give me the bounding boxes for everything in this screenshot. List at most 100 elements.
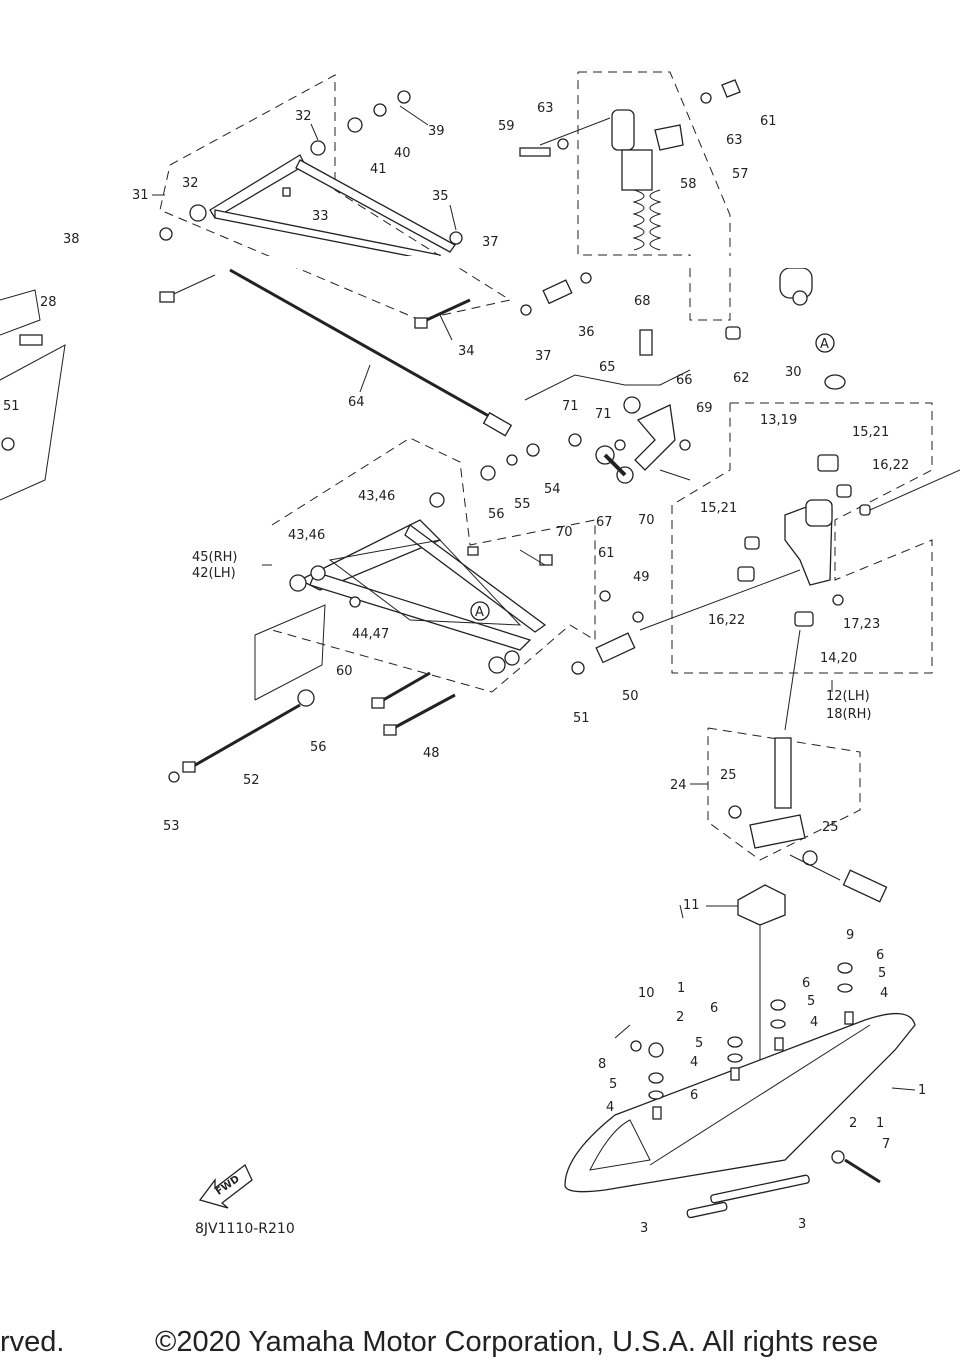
callout: 52 [243, 773, 260, 788]
spindle-assembly [707, 727, 888, 1070]
callout: 43,46 [288, 528, 325, 543]
footer-left-text: rved. [0, 1326, 65, 1358]
callout: 34 [458, 344, 475, 359]
callout: 5 [695, 1036, 703, 1051]
callout: 8 [598, 1057, 606, 1072]
callout: 2 [849, 1116, 857, 1131]
parts-exploded-diagram: FWD A A 31 32 32 33 41 40 39 35 37 38 28… [0, 71, 960, 1236]
callout: 32 [295, 109, 312, 124]
callout: 39 [428, 124, 445, 139]
callout: 25 [720, 768, 737, 783]
callout: 71 [562, 399, 579, 414]
callout: 17,23 [843, 617, 880, 632]
callout: 1 [677, 981, 685, 996]
footer-copyright-text: ©2020 Yamaha Motor Corporation, U.S.A. A… [155, 1326, 879, 1358]
callout: 42(LH) [192, 566, 236, 581]
callout: 6 [876, 948, 884, 963]
callout: 4 [880, 986, 888, 1001]
callout: 25 [822, 820, 839, 835]
callout: 5 [878, 966, 886, 981]
callout: 64 [348, 395, 365, 410]
callout: 14,20 [820, 651, 857, 666]
callout: 5 [807, 994, 815, 1009]
callout: 48 [423, 746, 440, 761]
callout: 43,46 [358, 489, 395, 504]
callout: 33 [312, 209, 329, 224]
callout: 15,21 [700, 501, 737, 516]
callout-labels: 31 32 32 33 41 40 39 35 37 38 28 51 59 6… [3, 101, 926, 1236]
upper-arm-bolt-set [414, 272, 592, 329]
callout: 12(LH) [826, 689, 870, 704]
lower-bolts [168, 604, 456, 783]
callout: 63 [726, 133, 743, 148]
callout: 31 [132, 188, 149, 203]
svg-text:A: A [820, 337, 829, 352]
callout: 62 [733, 371, 750, 386]
callout: 28 [40, 295, 57, 310]
callout: 3 [640, 1221, 648, 1236]
callout: 44,47 [352, 627, 389, 642]
callout: 61 [598, 546, 615, 561]
callout: 53 [163, 819, 180, 834]
callout: 11 [683, 898, 700, 913]
callout: 2 [676, 1010, 684, 1025]
callout: 54 [544, 482, 561, 497]
callout: 16,22 [872, 458, 909, 473]
callout: 6 [710, 1001, 718, 1016]
callout: 4 [810, 1015, 818, 1030]
callout: 7 [882, 1137, 890, 1152]
callout: 4 [690, 1055, 698, 1070]
callout: 69 [696, 401, 713, 416]
stabilizer-link [524, 329, 691, 484]
callout: 70 [638, 513, 655, 528]
callout: 13,19 [760, 413, 797, 428]
callout: 35 [432, 189, 449, 204]
callout: 15,21 [852, 425, 889, 440]
copyright-footer: rved. ©2020 Yamaha Motor Corporation, U.… [0, 1320, 960, 1366]
upper-a-arm-assembly [159, 74, 512, 321]
callout: 50 [622, 689, 639, 704]
shock-absorber [519, 71, 813, 340]
callout: 5 [609, 1077, 617, 1092]
callout: 60 [336, 664, 353, 679]
callout: 70 [556, 525, 573, 540]
callout: 59 [498, 119, 515, 134]
steering-knuckle-assembly [671, 374, 960, 731]
callout: 58 [680, 177, 697, 192]
callout: 6 [690, 1088, 698, 1103]
callout: 37 [535, 349, 552, 364]
reference-marker-a: A A [470, 333, 835, 621]
callout: 65 [599, 360, 616, 375]
callout: 71 [595, 407, 612, 422]
callout: 37 [482, 235, 499, 250]
callout: 56 [310, 740, 327, 755]
svg-text:A: A [475, 605, 484, 620]
callout: 16,22 [708, 613, 745, 628]
ski-assembly [564, 962, 916, 1219]
callout: 9 [846, 928, 854, 943]
callout: 24 [670, 778, 687, 793]
callout: 51 [573, 711, 590, 726]
callout: 30 [785, 365, 802, 380]
callout: 40 [394, 146, 411, 161]
callout: 57 [732, 167, 749, 182]
leader-lines [152, 105, 916, 1091]
callout: 68 [634, 294, 651, 309]
callout: 61 [760, 114, 777, 129]
callout: 18(RH) [826, 707, 872, 722]
callout: 45(RH) [192, 550, 238, 565]
callout: 10 [638, 986, 655, 1001]
callout: 56 [488, 507, 505, 522]
callout: 1 [918, 1083, 926, 1098]
scan-gap-band [0, 256, 960, 268]
left-partial-assembly [0, 289, 66, 501]
callout: 4 [606, 1100, 614, 1115]
diagram-code: 8JV1110-R210 [195, 1221, 295, 1237]
callout: 6 [802, 976, 810, 991]
callout: 3 [798, 1217, 806, 1232]
callout: 49 [633, 570, 650, 585]
tie-rod [159, 268, 513, 437]
callout: 32 [182, 176, 199, 191]
lower-a-arm-assembly [271, 437, 596, 693]
spacer-collar [571, 569, 801, 675]
